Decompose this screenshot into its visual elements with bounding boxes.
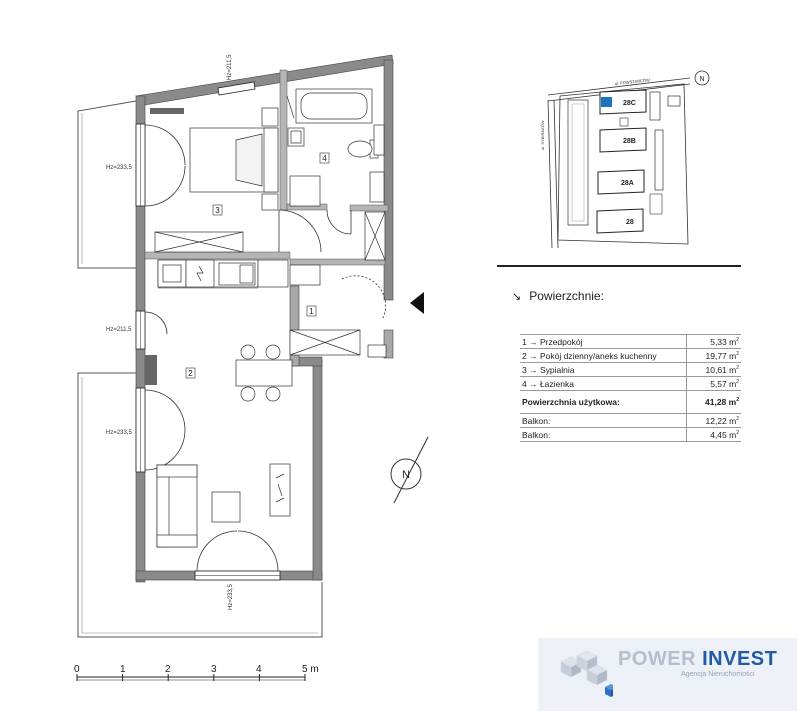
height-label: Hz=233,5 <box>106 165 133 171</box>
svg-text:28B: 28B <box>623 138 636 145</box>
svg-text:28C: 28C <box>623 100 636 107</box>
bed <box>189 107 279 211</box>
bathtub <box>295 88 373 124</box>
svg-text:28: 28 <box>626 219 634 226</box>
north-compass: N <box>390 436 429 504</box>
scale-bar: 0 1 2 3 4 5 m <box>74 664 319 681</box>
table-row: Balkon: 12,22 m2 <box>520 413 741 428</box>
arrow-down-right-icon: ↘ <box>512 291 522 303</box>
kitchen-counter <box>157 259 321 288</box>
svg-text:ul. SYBIRAKÓW: ul. SYBIRAKÓW <box>540 120 545 150</box>
svg-text:4: 4 <box>256 664 262 675</box>
sofa <box>156 464 198 548</box>
wall-shadow <box>145 355 157 385</box>
table-row: 2 → Pokój dzienny/aneks kuchenny 19,77 m… <box>520 348 741 363</box>
site-plan: ul. POWSTAŃCÓW ul. SYBIRAKÓW 28C 28B 28A… <box>540 70 710 249</box>
hall-cabinet <box>289 329 387 358</box>
areas-table: 1 → Przedpokój 5,33 m2 2 → Pokój dzienny… <box>520 334 741 442</box>
height-label: Hz=233,5 <box>228 583 234 610</box>
toilet <box>347 139 379 159</box>
bathroom-cabinets <box>286 95 386 261</box>
room-numbers: 3 4 1 2 <box>185 152 330 379</box>
company-logo: POWER INVEST Agencja Nieruchomości <box>538 638 797 711</box>
height-label: Hz=211,5 <box>227 54 233 80</box>
washbasin <box>287 127 305 147</box>
table-row: 3 → Sypialnia 10,61 m2 <box>520 362 741 377</box>
svg-text:N: N <box>402 469 410 481</box>
entrance-arrow <box>410 292 424 314</box>
logo-tagline: Agencja Nieruchomości <box>681 671 755 678</box>
svg-text:2: 2 <box>165 664 171 675</box>
cubes-icon <box>560 650 613 697</box>
svg-text:5 m: 5 m <box>302 664 319 675</box>
window-lines <box>140 124 280 576</box>
svg-text:1: 1 <box>309 307 314 316</box>
svg-text:3: 3 <box>215 206 220 215</box>
tv-unit <box>269 463 291 517</box>
balcony-lower-outline <box>77 372 323 638</box>
wardrobe <box>154 231 244 253</box>
svg-text:3: 3 <box>211 664 217 675</box>
areas-title: ↘Powierzchnie: <box>512 289 604 303</box>
height-label: Hz=233,5 <box>106 430 133 436</box>
svg-text:4: 4 <box>322 154 327 163</box>
table-row: 1 → Przedpokój 5,33 m2 <box>520 334 741 349</box>
balcony-upper-outline <box>77 100 137 269</box>
shower-tray <box>289 175 321 207</box>
svg-text:0: 0 <box>74 664 80 675</box>
svg-text:1: 1 <box>120 664 126 675</box>
dining-set <box>235 344 293 402</box>
svg-text:2: 2 <box>188 369 193 378</box>
door-swings <box>144 124 386 572</box>
svg-text:28A: 28A <box>621 180 634 187</box>
svg-text:ul. POWSTAŃCÓW: ul. POWSTAŃCÓW <box>615 77 651 86</box>
logo-wordmark: POWER INVEST <box>618 648 778 670</box>
coffee-table <box>211 491 241 523</box>
svg-text:N: N <box>699 76 704 83</box>
table-row: 4 → Łazienka 5,57 m2 <box>520 376 741 391</box>
bedroom-wall-unit <box>150 108 184 114</box>
table-row: Balkon: 4,45 m2 <box>520 427 741 442</box>
total-row: Powierzchnia użytkowa: 41,28 m2 <box>520 390 741 414</box>
height-label: Hz=211,5 <box>106 327 132 333</box>
